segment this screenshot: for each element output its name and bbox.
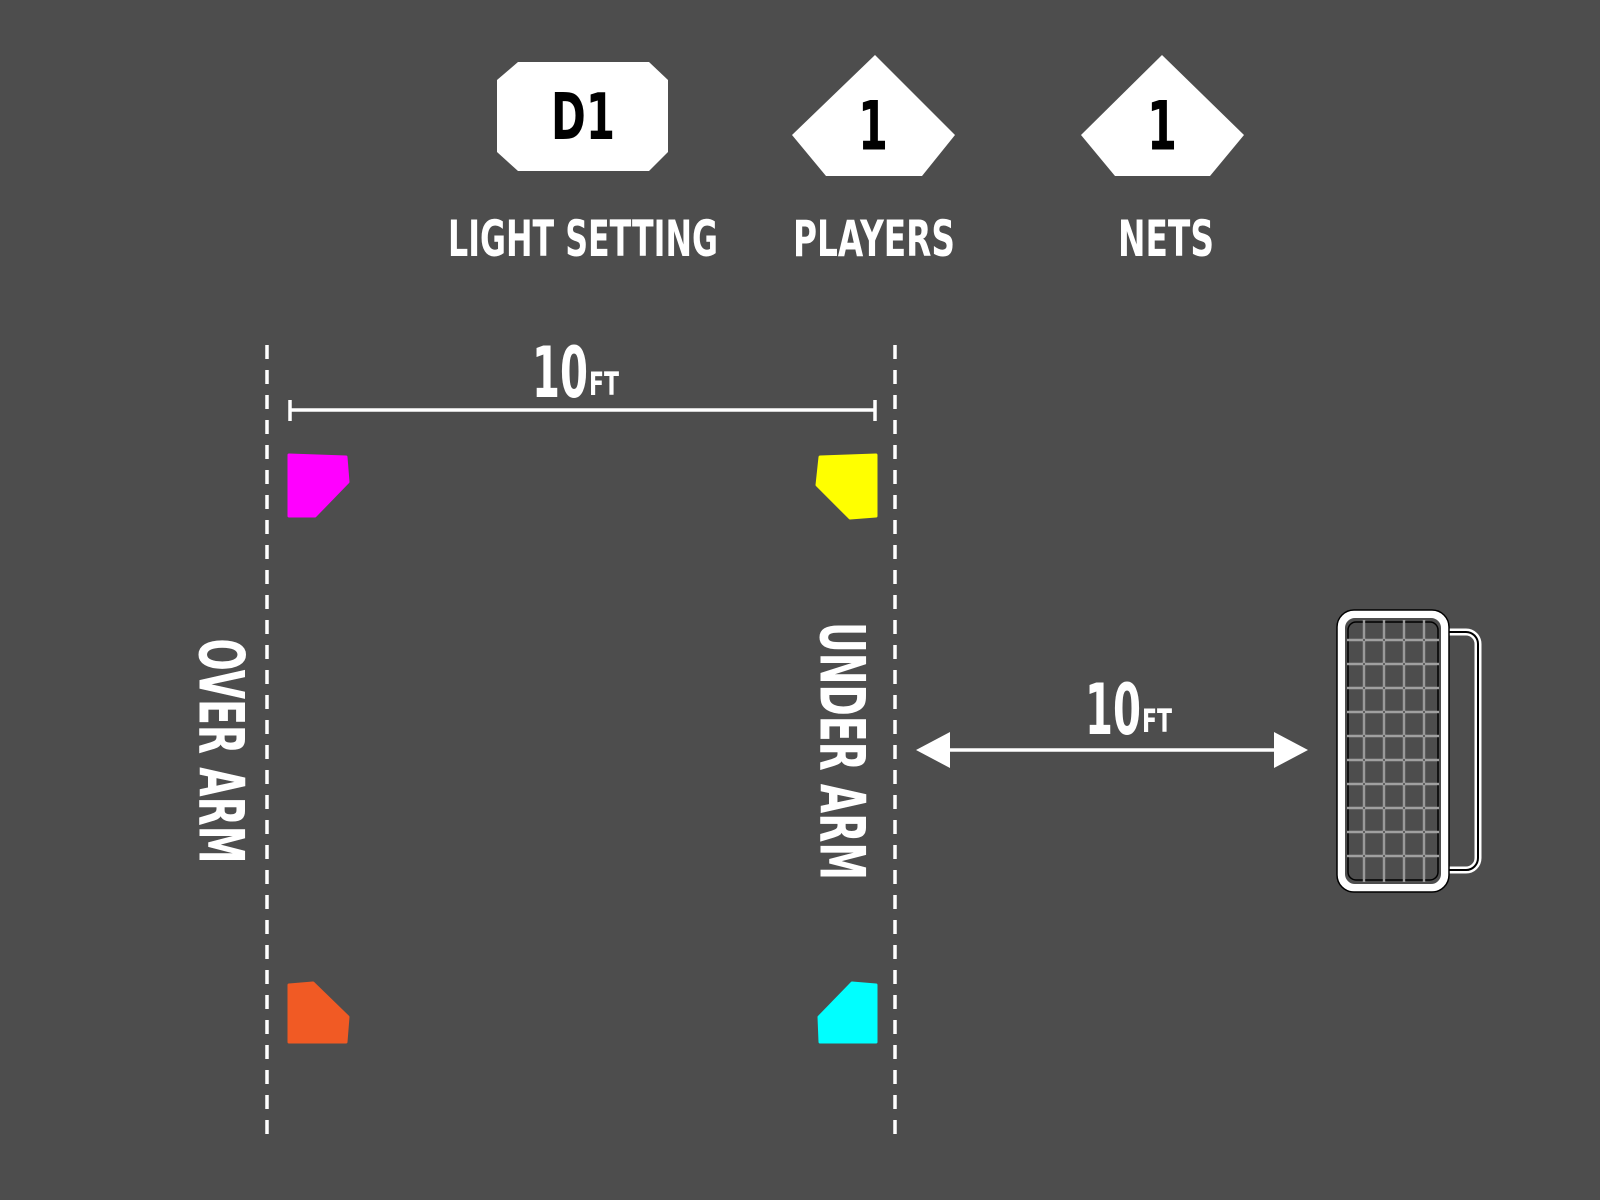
nets-badge xyxy=(1081,55,1244,176)
right-arrowhead xyxy=(1274,732,1308,768)
light-setting-label: LIGHT SETTING xyxy=(448,210,718,268)
light-setting-value: D1 xyxy=(551,81,615,155)
net-distance-measure: 10 FT xyxy=(916,669,1308,768)
nets-value: 1 xyxy=(1147,88,1177,167)
light-setting-badge xyxy=(497,62,668,171)
under-arm-label: UNDER ARM xyxy=(806,622,879,880)
magenta-cone-marker xyxy=(287,453,350,518)
net-distance-value: 10 xyxy=(1085,669,1141,751)
goal-net-icon xyxy=(1336,609,1482,893)
net-distance-unit: FT xyxy=(1142,702,1172,740)
yellow-cone-marker xyxy=(815,453,878,520)
over-arm-label: OVER ARM xyxy=(185,639,258,864)
left-arrowhead xyxy=(916,732,950,768)
players-value: 1 xyxy=(858,88,888,167)
cyan-cone-marker xyxy=(817,981,878,1044)
players-label: PLAYERS xyxy=(793,210,955,268)
players-badge xyxy=(792,55,955,176)
players-group: 1 PLAYERS xyxy=(792,55,955,268)
top-distance-value: 10 xyxy=(532,332,588,414)
top-distance-unit: FT xyxy=(589,365,619,403)
nets-group: 1 NETS xyxy=(1081,55,1244,268)
light-setting-group: D1 LIGHT SETTING xyxy=(448,62,718,268)
nets-label: NETS xyxy=(1118,210,1214,268)
orange-cone-marker xyxy=(287,981,350,1044)
top-distance-measure: 10 FT xyxy=(288,332,877,421)
